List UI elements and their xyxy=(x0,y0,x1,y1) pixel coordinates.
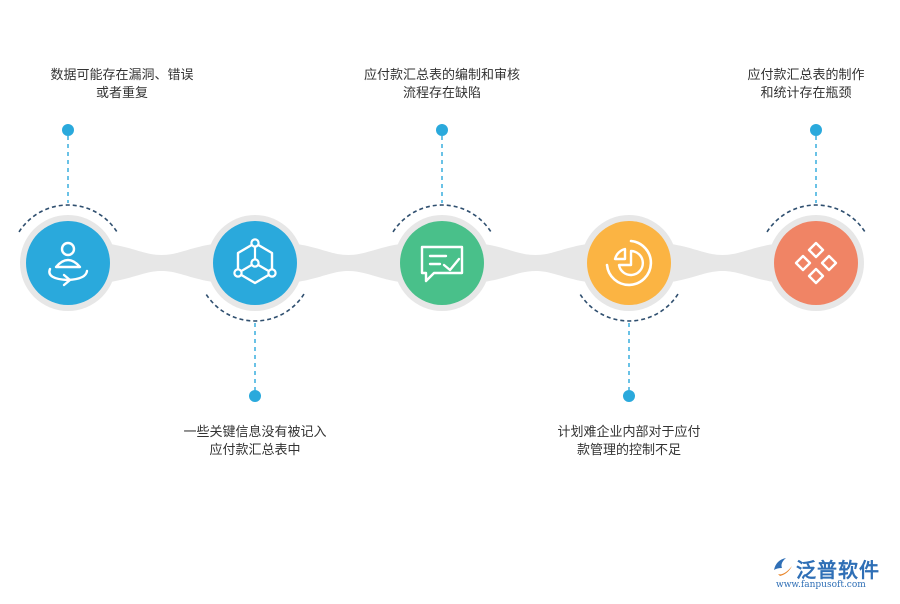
pie-chart-icon xyxy=(605,239,653,287)
label-line: 流程存在缺陷 xyxy=(402,86,481,101)
diamond-grid-icon xyxy=(794,241,838,285)
node-circle xyxy=(587,221,671,305)
accent-arc xyxy=(18,204,118,233)
label-line: 一些关键信息没有被记入 xyxy=(183,425,327,440)
accent-arc xyxy=(579,293,679,322)
track xyxy=(68,241,816,285)
node-5 xyxy=(766,124,866,311)
logo-brand-text: 泛普软件 xyxy=(796,558,880,582)
track-segment xyxy=(629,241,816,285)
label-line: 应付款汇总表的编制和审核 xyxy=(363,68,520,83)
label-line: 计划难企业内部对于应付 xyxy=(557,425,701,440)
connector-dot xyxy=(810,124,822,136)
logo-url-text: www.fanpusoft.com xyxy=(776,580,866,590)
node-label-5: 应付款汇总表的制作和统计存在瓶颈 xyxy=(686,67,900,103)
connector-dot xyxy=(249,390,261,402)
node-label-3: 应付款汇总表的编制和审核流程存在缺陷 xyxy=(322,67,562,103)
accent-arc xyxy=(766,204,866,233)
brand-logo: 泛普软件 www.fanpusoft.com xyxy=(770,554,894,596)
connector-dot xyxy=(62,124,74,136)
node-4 xyxy=(579,215,679,402)
connector-dot xyxy=(436,124,448,136)
node-3 xyxy=(392,124,492,311)
node-circle xyxy=(774,221,858,305)
node-label-2: 一些关键信息没有被记入应付款汇总表中 xyxy=(135,424,375,460)
connector-dot xyxy=(623,390,635,402)
track-segment xyxy=(255,241,442,285)
node-1 xyxy=(18,124,118,311)
node-circle xyxy=(400,221,484,305)
label-line: 和统计存在瓶颈 xyxy=(760,86,852,101)
node-2 xyxy=(205,215,305,402)
track-segment xyxy=(68,241,255,285)
label-line: 应付款汇总表中 xyxy=(209,443,301,458)
label-line: 数据可能存在漏洞、错误 xyxy=(50,68,194,83)
network-cube-icon xyxy=(233,238,277,285)
track-segment xyxy=(442,241,629,285)
label-line: 应付款汇总表的制作 xyxy=(747,68,865,83)
accent-arc xyxy=(392,204,492,233)
logo-mark-icon xyxy=(774,558,792,576)
node-circle xyxy=(26,221,110,305)
user-rotate-icon xyxy=(48,241,89,287)
label-line: 或者重复 xyxy=(95,86,148,101)
node-label-4: 计划难企业内部对于应付款管理的控制不足 xyxy=(509,424,749,460)
accent-arc xyxy=(205,293,305,322)
message-check-icon xyxy=(420,245,464,283)
label-line: 款管理的控制不足 xyxy=(576,443,681,458)
node-label-1: 数据可能存在漏洞、错误或者重复 xyxy=(2,67,242,103)
